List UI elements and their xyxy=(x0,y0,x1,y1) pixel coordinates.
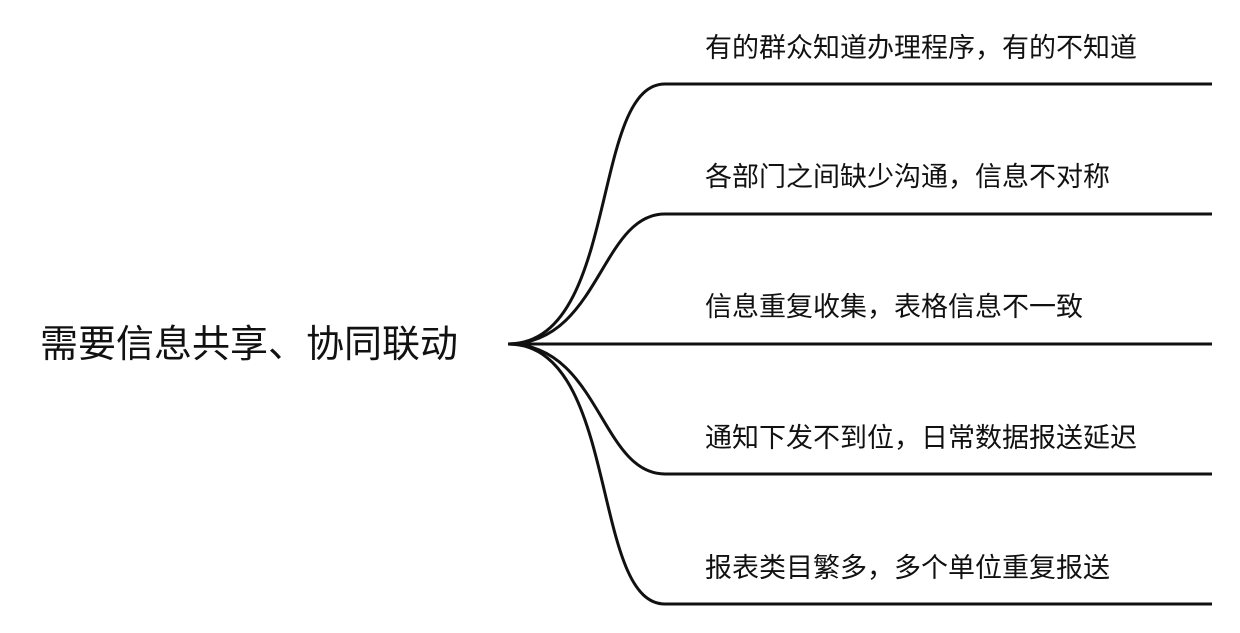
connector-line-0 xyxy=(507,82,1212,346)
connector-line-1 xyxy=(507,212,1212,346)
root-node-label: 需要信息共享、协同联动 xyxy=(40,322,459,366)
branch-label: 各部门之间缺少沟通，信息不对称 xyxy=(705,162,1110,193)
branch-label: 信息重复收集，表格信息不一致 xyxy=(705,292,1083,323)
branch-label: 报表类目繁多，多个单位重复报送 xyxy=(705,553,1110,584)
connector-line-4 xyxy=(507,342,1212,606)
connector-line-3 xyxy=(507,342,1212,476)
branch-label: 有的群众知道办理程序，有的不知道 xyxy=(705,33,1137,64)
branch-label: 通知下发不到位，日常数据报送延迟 xyxy=(705,423,1137,454)
